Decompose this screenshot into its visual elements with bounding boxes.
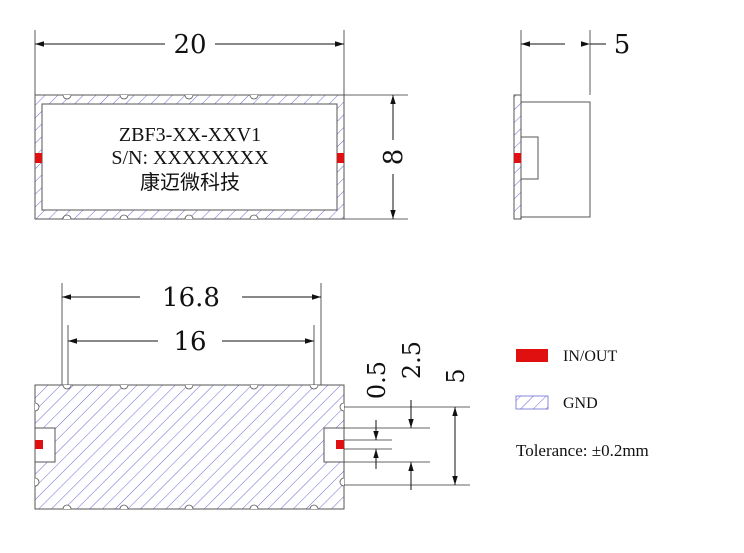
top-label-area bbox=[41, 103, 338, 211]
top-edge-notches bbox=[62, 94, 259, 220]
legend: IN/OUT GND Tolerance: ±0.2mm bbox=[515, 348, 649, 460]
top-inout-pad-left bbox=[35, 153, 42, 163]
side-view: 5 bbox=[513, 30, 631, 220]
bottom-edge-notches bbox=[62, 384, 319, 510]
legend-gnd-swatch bbox=[515, 395, 549, 410]
top-width-dimension: 20 bbox=[173, 30, 206, 60]
legend-inout-label: IN/OUT bbox=[563, 348, 617, 365]
bottom-outer-dimension: 16.8 bbox=[162, 283, 220, 313]
bottom-body-gnd bbox=[34, 384, 345, 510]
legend-inout-swatch bbox=[516, 349, 548, 362]
top-view: 20 ZBF3-XX-XXV1 S/N: XXXXXXXX 康迈微科技 8 bbox=[34, 30, 409, 220]
gap-dimension: 0.5 bbox=[363, 361, 391, 399]
tolerance-note: Tolerance: ±0.2mm bbox=[516, 441, 649, 460]
bottom-inner-dimension: 16 bbox=[173, 327, 206, 357]
top-height-dimension: 8 bbox=[379, 149, 409, 166]
legend-gnd-label: GND bbox=[563, 395, 598, 412]
marking-line-3: 康迈微科技 bbox=[140, 170, 240, 194]
bottom-inout-pad-left bbox=[35, 440, 43, 449]
marking-line-1: ZBF3-XX-XXV1 bbox=[119, 124, 261, 146]
top-inout-pad-right bbox=[337, 153, 344, 163]
bottom-side-notches bbox=[34, 402, 345, 487]
marking-line-2: S/N: XXXXXXXX bbox=[111, 147, 269, 169]
side-inout-pad bbox=[514, 153, 521, 163]
pad-dimension: 2.5 bbox=[398, 341, 426, 379]
side-connector-block bbox=[520, 136, 539, 180]
bottom-view: 16.8 16 bbox=[34, 283, 470, 510]
bottom-inout-pad-right bbox=[336, 440, 344, 449]
bottom-height-dimension: 5 bbox=[442, 368, 470, 383]
side-thickness-dimension: 5 bbox=[614, 30, 631, 60]
